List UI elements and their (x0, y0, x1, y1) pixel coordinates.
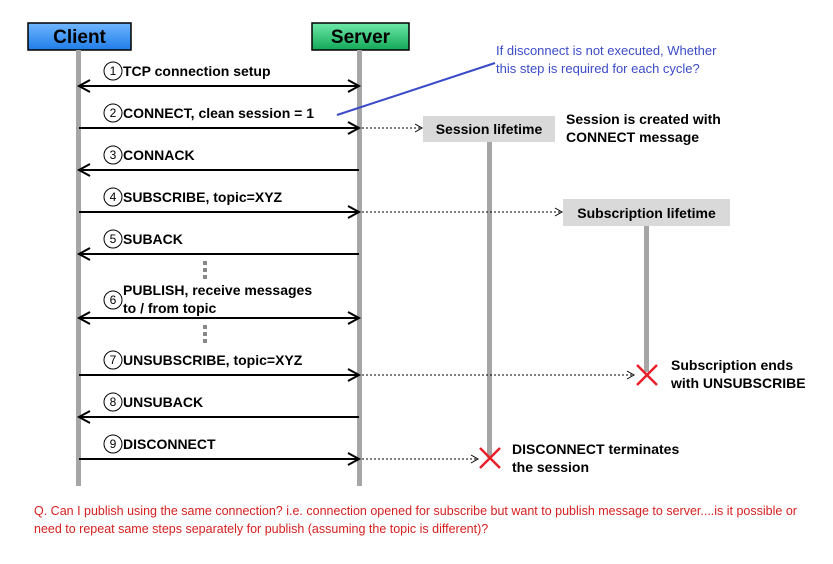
subscription-end-arrowhead (626, 370, 636, 380)
arrowhead-right (347, 79, 362, 93)
server-participant: Server (311, 22, 410, 51)
subscription-lifetime: Subscription lifetime (563, 199, 730, 372)
arrowhead-left (76, 79, 91, 93)
gap-dots-upper (203, 261, 207, 279)
disconnect-terminates-note: DISCONNECT terminates the session (512, 441, 683, 475)
step-number-circle (103, 229, 123, 249)
session-end-x-icon (479, 447, 501, 469)
session-created-note: Session is created with CONNECT message (566, 111, 725, 145)
step-label: SUBACK (123, 231, 183, 247)
step-label: TCP connection setup (123, 63, 271, 79)
subscription-lifetime-box (563, 199, 730, 226)
session-lifetime: Session lifetime (423, 116, 555, 458)
client-lifeline (76, 50, 81, 486)
server-label: Server (331, 27, 391, 48)
arrowhead-left (76, 163, 91, 177)
session-lifetime-box (423, 116, 555, 142)
step-label: CONNACK (123, 147, 195, 163)
subscription-end-x-icon (636, 364, 658, 386)
message-step-8: 8 UNSUBACK (76, 392, 359, 424)
client-participant: Client (27, 22, 132, 51)
step-number-circle (103, 145, 123, 165)
step-label: SUBSCRIBE, topic=XYZ (123, 189, 283, 205)
step-label: UNSUBSCRIBE, topic=XYZ (123, 352, 303, 368)
arrowhead-right (347, 311, 362, 325)
step-number-circle (103, 187, 123, 207)
gap-dots-lower (203, 325, 207, 343)
step-number: 7 (110, 353, 117, 367)
arrowhead-right (347, 205, 362, 219)
step-number-circle (103, 61, 123, 81)
subscription-start-arrowhead (554, 207, 564, 217)
server-lifeline (357, 50, 362, 486)
step-label: DISCONNECT (123, 436, 216, 452)
blue-comment: If disconnect is not executed, Whether t… (496, 43, 720, 76)
arrowhead-left (76, 311, 91, 325)
arrowhead-right (347, 368, 362, 382)
arrowhead-right (347, 452, 362, 466)
step-number: 3 (110, 148, 117, 162)
question-text: Q. Can I publish using the same connecti… (34, 504, 797, 536)
arrowhead-right (347, 121, 362, 135)
messages: 1 TCP connection setup 2 CONNECT, clean ses… (76, 61, 362, 466)
session-lifetime-label: Session lifetime (436, 121, 543, 137)
message-step-5: 5 SUBACK (76, 229, 359, 261)
step-number-circle (103, 290, 123, 310)
subscription-lifetime-bar (644, 226, 649, 372)
subscription-ends-note: Subscription ends with UNSUBSCRIBE (670, 357, 806, 391)
session-lifetime-bar (487, 142, 492, 458)
step-number: 5 (110, 232, 117, 246)
step-label: CONNECT, clean session = 1 (123, 105, 314, 121)
subscription-lifetime-label: Subscription lifetime (577, 205, 716, 221)
message-step-1: 1 TCP connection setup (76, 61, 362, 93)
message-step-2: 2 CONNECT, clean session = 1 (79, 103, 362, 135)
dotted-arrows (362, 123, 636, 464)
step-number: 4 (110, 190, 117, 204)
arrowhead-left (76, 410, 91, 424)
comment-pointer-line (336, 62, 496, 116)
step-number: 8 (110, 395, 117, 409)
step-number: 6 (110, 293, 117, 307)
client-label: Client (53, 27, 106, 48)
message-step-7: 7 UNSUBSCRIBE, topic=XYZ (79, 350, 362, 382)
step-number: 9 (110, 437, 117, 451)
message-step-9: 9 DISCONNECT (79, 434, 362, 466)
step-number-circle (103, 350, 123, 370)
step-number-circle (103, 434, 123, 454)
message-step-4: 4 SUBSCRIBE, topic=XYZ (79, 187, 362, 219)
step-label: UNSUBACK (123, 394, 203, 410)
message-step-3: 3 CONNACK (76, 145, 359, 177)
step-number: 2 (110, 106, 117, 120)
arrowhead-left (76, 247, 91, 261)
step-number: 1 (110, 64, 117, 78)
step-number-circle (103, 103, 123, 123)
session-start-arrowhead (414, 123, 424, 133)
step-number-circle (103, 392, 123, 412)
session-end-arrowhead (470, 454, 480, 464)
